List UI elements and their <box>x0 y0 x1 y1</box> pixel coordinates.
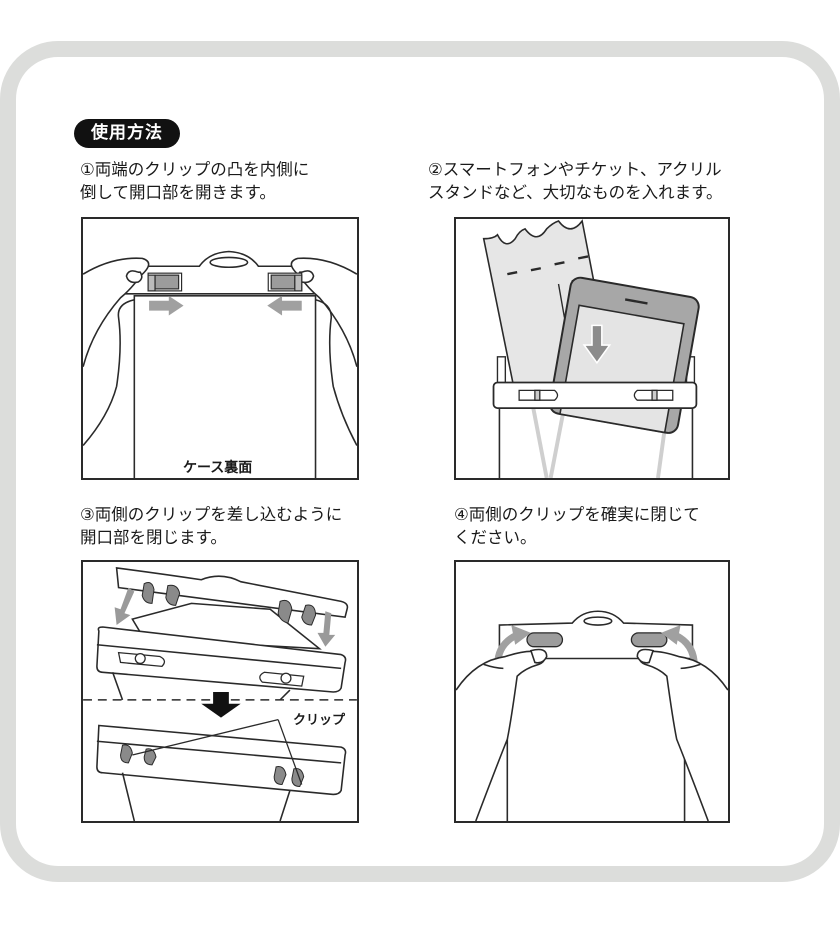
hands-locking-clips-icon <box>456 610 728 821</box>
case-back-label: ケース裏面 <box>183 460 253 476</box>
phone-and-ticket-icon <box>482 219 700 478</box>
step-3-caption: ③両側のクリップを差し込むように 開口部を閉じます。 <box>80 503 342 549</box>
step-1-line-2: 倒して開口部を開きます。 <box>80 183 276 202</box>
step-1-caption: ①両端のクリップの凸を内側に 倒して開口部を開きます。 <box>80 158 309 204</box>
step-3-line-1: ③両側のクリップを差し込むように <box>80 505 343 524</box>
step-1-line-1: ①両端のクリップの凸を内側に <box>80 160 310 179</box>
closing-clips-icon <box>83 566 357 821</box>
usage-title-badge: 使用方法 <box>74 119 180 148</box>
step-2-caption: ②スマートフォンやチケット、アクリル スタンドなど、大切なものを入れます。 <box>428 158 723 204</box>
step-4-line-1: ④両側のクリップを確実に閉じて <box>454 505 700 524</box>
step-2-line-2: スタンドなど、大切なものを入れます。 <box>428 183 723 202</box>
step-3-line-2: 開口部を閉じます。 <box>80 528 227 547</box>
step-4-line-2: ください。 <box>454 528 537 547</box>
step-1-illustration: ケース裏面 <box>81 217 359 480</box>
step-2-illustration <box>454 217 730 480</box>
hands-opening-clips-icon <box>83 250 357 478</box>
step-2-line-1: ②スマートフォンやチケット、アクリル <box>428 160 722 179</box>
step-4-illustration <box>454 560 730 823</box>
step-4-caption: ④両側のクリップを確実に閉じて ください。 <box>454 503 700 549</box>
clip-label: クリップ <box>293 713 346 728</box>
step-3-illustration: クリップ <box>81 560 359 823</box>
